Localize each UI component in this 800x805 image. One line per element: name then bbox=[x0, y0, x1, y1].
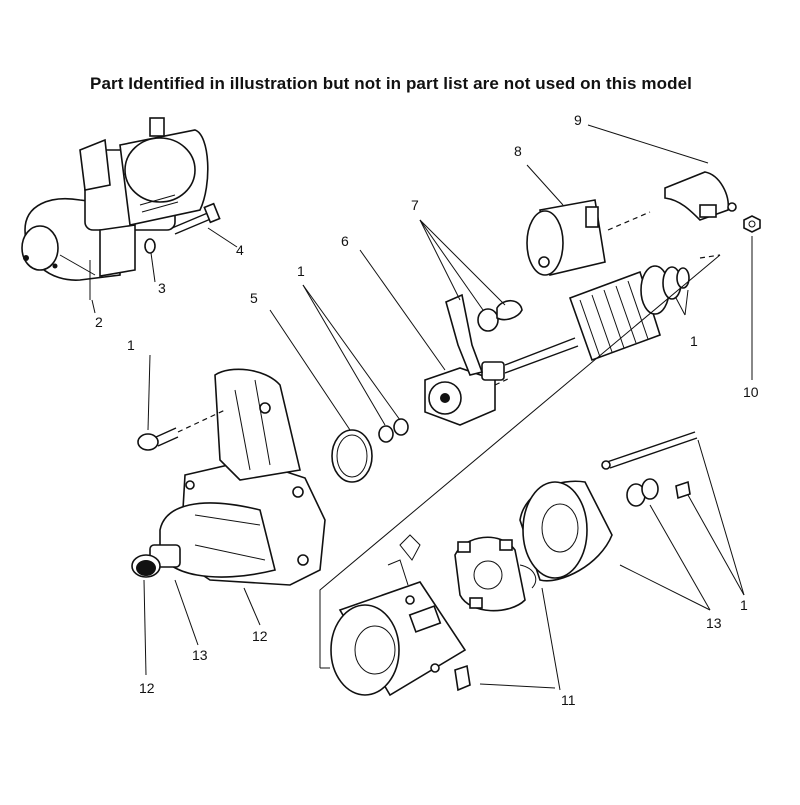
terminal-nut-illustration bbox=[743, 215, 761, 233]
callout-10: 10 bbox=[743, 384, 759, 400]
washer-illustration bbox=[144, 238, 156, 254]
small-washers-illustration bbox=[378, 418, 409, 443]
callout-12-housing: 12 bbox=[252, 628, 268, 644]
callout-3: 3 bbox=[158, 280, 166, 296]
callout-7: 7 bbox=[411, 197, 419, 213]
callout-13-cap: 13 bbox=[706, 615, 722, 631]
solenoid-cap-illustration bbox=[664, 171, 737, 221]
callout-13-drive: 13 bbox=[192, 647, 208, 663]
housing-bolt-illustration bbox=[137, 409, 226, 451]
callout-2: 2 bbox=[95, 314, 103, 330]
drive-pinion-illustration bbox=[424, 361, 511, 426]
through-bolt-illustration bbox=[171, 202, 221, 235]
end-bushing-illustration bbox=[601, 431, 698, 507]
callout-5: 5 bbox=[250, 290, 258, 306]
commutator-end-frame-illustration bbox=[519, 480, 613, 582]
callout-4: 4 bbox=[236, 242, 244, 258]
callout-11: 11 bbox=[561, 692, 576, 708]
shift-lever-illustration bbox=[445, 293, 523, 376]
gasket-ring-illustration bbox=[331, 429, 373, 483]
callout-1-armature: 1 bbox=[690, 333, 698, 349]
leader-lines bbox=[91, 124, 753, 691]
notice-text: Part Identified in illustration but not … bbox=[90, 74, 692, 93]
callout-1-washers: 1 bbox=[297, 263, 305, 279]
pinion-shaft-illustration bbox=[131, 544, 181, 578]
callout-12-shaft: 12 bbox=[139, 680, 155, 696]
callout-labels: 1 1 1 1 2 3 4 5 6 7 8 9 10 11 12 12 13 1… bbox=[95, 112, 759, 708]
drive-housing-illustration bbox=[159, 368, 326, 586]
armature-illustration bbox=[504, 265, 690, 374]
callout-8: 8 bbox=[514, 143, 522, 159]
callout-1-bolt: 1 bbox=[127, 337, 135, 353]
solenoid-illustration bbox=[526, 199, 651, 276]
callout-6: 6 bbox=[341, 233, 349, 249]
brush-holder-illustration bbox=[454, 536, 537, 692]
callout-9: 9 bbox=[574, 112, 582, 128]
field-frame-illustration bbox=[330, 534, 467, 697]
callout-1-right: 1 bbox=[740, 597, 748, 613]
assembled-starter-illustration bbox=[21, 117, 209, 300]
